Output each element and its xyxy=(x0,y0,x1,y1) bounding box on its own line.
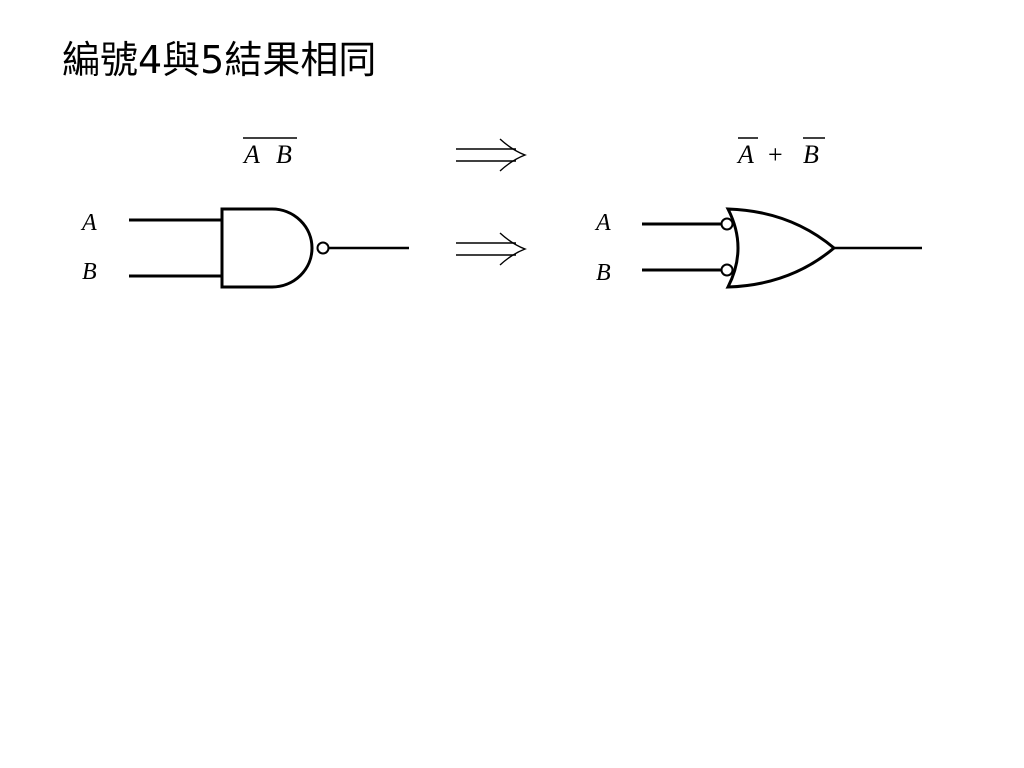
nand-inversion-bubble xyxy=(316,241,330,255)
expr-right-operator: + xyxy=(768,140,783,169)
expression-or-inverted: A + B xyxy=(736,137,825,169)
implies-arrow-bottom xyxy=(456,232,527,266)
expr-right-var-a: A xyxy=(736,140,754,169)
nand-input-a-label: A xyxy=(80,210,97,236)
nand-gate-body xyxy=(220,207,314,289)
implies-arrow-top xyxy=(456,138,527,172)
nand-input-b-label: B xyxy=(82,259,97,285)
or-inversion-bubble-b xyxy=(720,263,734,277)
or-gate-inverted-inputs: A B xyxy=(594,207,922,289)
or-gate-body xyxy=(725,207,837,289)
expr-right-var-b: B xyxy=(803,140,819,169)
or-input-b-label: B xyxy=(596,260,611,286)
slide-title: 編號4與5結果相同 xyxy=(62,38,377,82)
expr-left-var-a: A xyxy=(242,140,260,169)
expression-nand: A B xyxy=(242,137,297,169)
expr-left-var-b: B xyxy=(276,140,292,169)
nand-gate: A B xyxy=(80,207,409,289)
or-input-a-label: A xyxy=(594,210,611,236)
or-inversion-bubble-a xyxy=(720,217,734,231)
